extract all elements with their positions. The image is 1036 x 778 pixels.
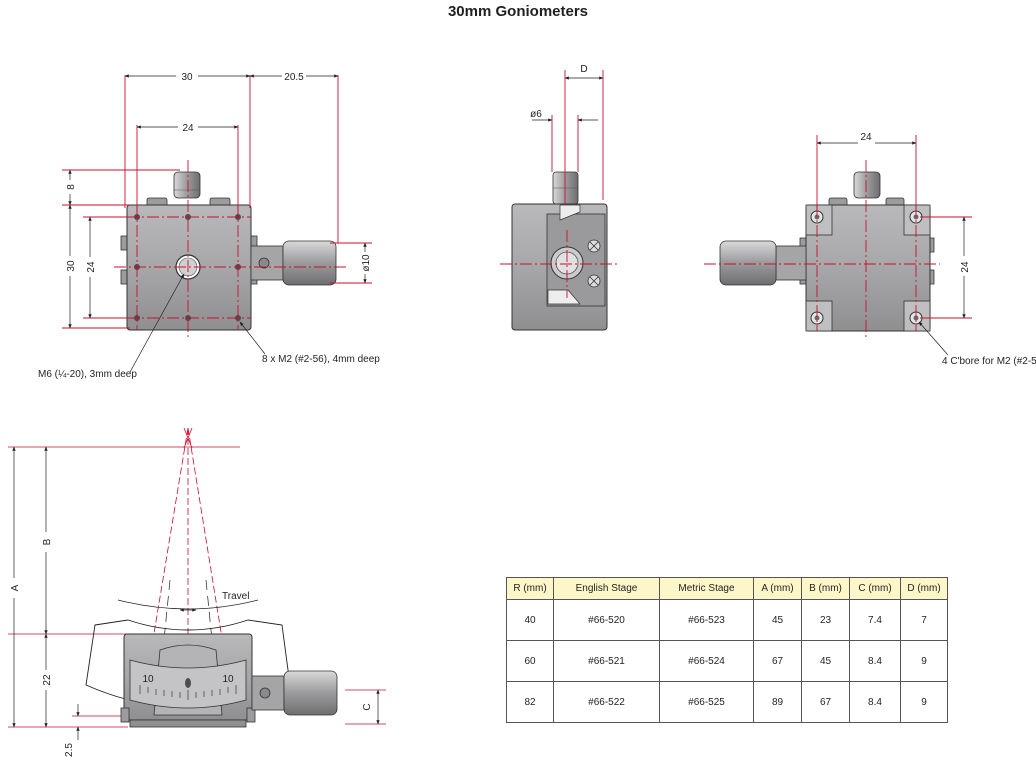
cell-a: 89 xyxy=(753,681,802,723)
header-metric-stage: Metric Stage xyxy=(659,577,754,600)
header-a: A (mm) xyxy=(753,577,802,600)
cell-d: 9 xyxy=(900,681,948,723)
scale-label-right: 10 xyxy=(222,674,234,685)
cell-d: 9 xyxy=(900,640,948,682)
page-title: 30mm Goniometers xyxy=(447,3,589,20)
scale-label-left: 10 xyxy=(142,674,154,685)
dim-24-top: 24 xyxy=(182,123,194,134)
dim-b: B xyxy=(42,538,53,545)
cell-english: #66-520 xyxy=(553,599,660,641)
dim-dia-6: ø6 xyxy=(530,109,542,120)
travel-label: Travel xyxy=(222,591,249,602)
cell-metric: #66-524 xyxy=(659,640,754,682)
cell-a: 67 xyxy=(753,640,802,682)
cell-c: 7.4 xyxy=(849,599,901,641)
table-row: 82 #66-522 #66-525 89 67 8.4 9 xyxy=(506,681,948,723)
cell-b: 45 xyxy=(801,640,850,682)
cell-english: #66-522 xyxy=(553,681,660,723)
dim-20-5: 20.5 xyxy=(284,72,304,83)
note-cbore: 4 C'bore for M2 (#2-56) xyxy=(942,356,1036,367)
note-m2-holes: 8 x M2 (#2-56), 4mm deep xyxy=(262,354,380,365)
header-r: R (mm) xyxy=(506,577,554,600)
cell-c: 8.4 xyxy=(849,640,901,682)
cell-c: 8.4 xyxy=(849,681,901,723)
table-row: 40 #66-520 #66-523 45 23 7.4 7 xyxy=(506,599,948,641)
top-view: 30 20.5 24 8 30 24 ø10 M6 (¼-20), 3mm de… xyxy=(38,72,380,380)
cell-d: 7 xyxy=(900,599,948,641)
side-view: D ø6 xyxy=(500,64,618,331)
cell-metric: #66-523 xyxy=(659,599,754,641)
note-m6-hole: M6 (¼-20), 3mm deep xyxy=(38,368,137,380)
spec-table: R (mm) English Stage Metric Stage A (mm)… xyxy=(506,577,948,723)
header-c: C (mm) xyxy=(849,577,901,600)
dim-30-height: 30 xyxy=(66,260,77,272)
bottom-view: 24 24 4 C'bore for M2 (#2-56) xyxy=(704,132,1036,367)
dim-a: A xyxy=(10,584,21,591)
dim-8: 8 xyxy=(66,184,77,190)
dim-30-width: 30 xyxy=(181,72,193,83)
dim-d: D xyxy=(580,64,587,75)
header-b: B (mm) xyxy=(801,577,850,600)
dim-dia-10: ø10 xyxy=(361,254,372,272)
header-english-stage: English Stage xyxy=(553,577,660,600)
cell-r: 40 xyxy=(506,599,554,641)
front-view: 10 10 A B 22 2.5 C Travel xyxy=(8,427,386,757)
cell-r: 60 xyxy=(506,640,554,682)
cell-english: #66-521 xyxy=(553,640,660,682)
cell-r: 82 xyxy=(506,681,554,723)
cell-a: 45 xyxy=(753,599,802,641)
cell-metric: #66-525 xyxy=(659,681,754,723)
dim-24-left: 24 xyxy=(86,261,97,273)
dim-24-bottom-height: 24 xyxy=(960,261,971,273)
cell-b: 67 xyxy=(801,681,850,723)
table-header-row: R (mm) English Stage Metric Stage A (mm)… xyxy=(506,577,948,600)
dim-2-5: 2.5 xyxy=(64,743,75,757)
dim-24-bottom-width: 24 xyxy=(860,132,872,143)
table-row: 60 #66-521 #66-524 67 45 8.4 9 xyxy=(506,640,948,682)
dim-22: 22 xyxy=(42,674,53,686)
header-d: D (mm) xyxy=(900,577,948,600)
cell-b: 23 xyxy=(801,599,850,641)
dim-c: C xyxy=(362,703,373,710)
